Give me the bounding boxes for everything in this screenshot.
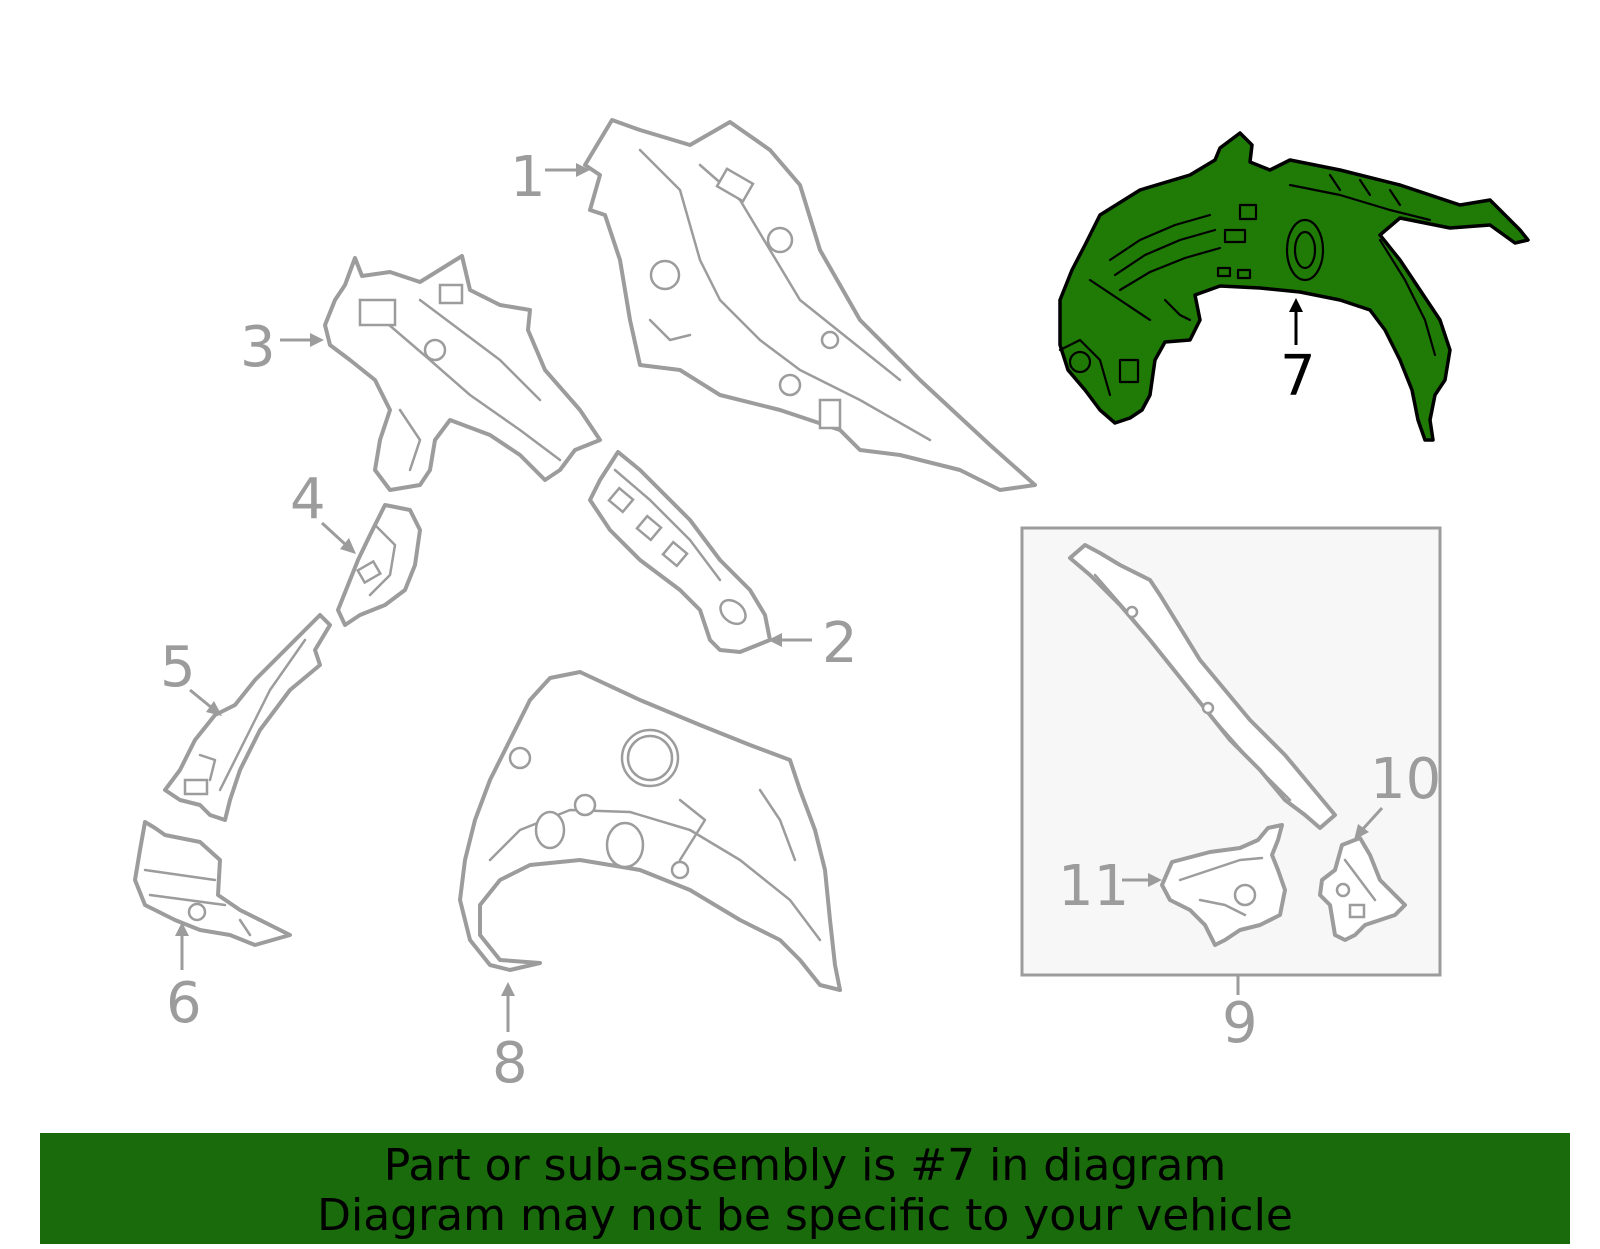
callout-8-number: 8 <box>492 1031 528 1096</box>
callout-5-number: 5 <box>160 635 196 700</box>
part-5[interactable] <box>163 613 332 822</box>
callout-11: 11 <box>1058 854 1162 919</box>
callout-3-number: 3 <box>240 315 276 380</box>
part-8[interactable] <box>458 670 842 992</box>
part-7-selected[interactable] <box>1058 131 1530 442</box>
callout-10-number: 10 <box>1370 747 1441 812</box>
part-3[interactable] <box>323 254 602 492</box>
part-4[interactable] <box>336 503 422 627</box>
banner-line-disclaimer: Diagram may not be specific to your vehi… <box>317 1190 1293 1241</box>
selection-info-banner: Part or sub-assembly is #7 in diagram Di… <box>40 1133 1570 1244</box>
callout-2: 2 <box>768 611 858 676</box>
callout-1: 1 <box>510 145 590 210</box>
callout-8: 8 <box>492 982 528 1096</box>
callout-4: 4 <box>290 467 356 554</box>
callout-10: 10 <box>1354 747 1441 840</box>
callout-9-number: 9 <box>1222 991 1258 1056</box>
part-9-rail[interactable] <box>1068 543 1337 830</box>
part-10[interactable] <box>1318 836 1407 942</box>
callout-3: 3 <box>240 315 324 380</box>
callout-7-number: 7 <box>1280 344 1316 409</box>
callout-4-number: 4 <box>290 467 326 532</box>
part-1[interactable] <box>583 118 1037 492</box>
banner-line-part-number: Part or sub-assembly is #7 in diagram <box>383 1140 1227 1191</box>
callout-1-number: 1 <box>510 145 546 210</box>
callout-7: 7 <box>1280 298 1316 409</box>
part-2[interactable] <box>588 450 772 654</box>
callout-5: 5 <box>160 635 222 716</box>
callout-6-number: 6 <box>166 971 202 1036</box>
callout-11-number: 11 <box>1058 854 1129 919</box>
part-6[interactable] <box>133 820 292 947</box>
callout-6: 6 <box>166 922 202 1036</box>
callout-2-number: 2 <box>822 611 858 676</box>
part-11[interactable] <box>1160 823 1287 947</box>
